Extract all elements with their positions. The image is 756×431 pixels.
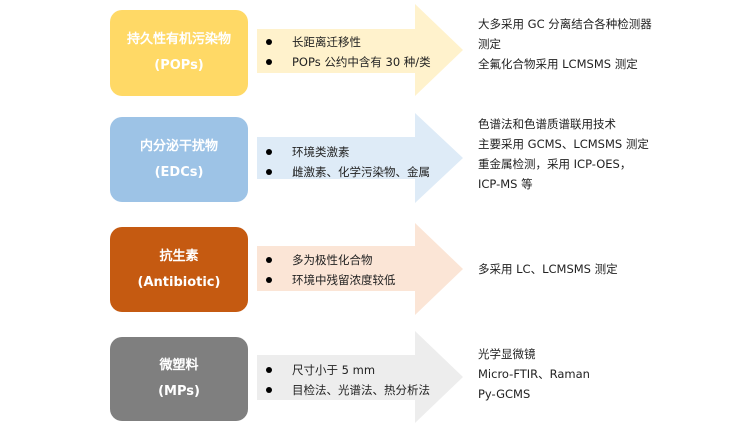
category-title: 内分泌干扰物 <box>139 138 218 154</box>
detail-line: 主要采用 GCMS、LCMSMS 测定 <box>478 137 649 151</box>
category-subtitle: (MPs) <box>158 384 200 399</box>
detail-line: Py-GCMS <box>478 387 531 401</box>
category-box-edcs: 内分泌干扰物 (EDCs) <box>110 117 248 202</box>
bullet-list-pops: 长距离迁移性 POPs 公约中含有 30 种/类 <box>266 32 431 72</box>
bullet-icon <box>266 59 272 65</box>
category-title: 微塑料 <box>159 358 199 373</box>
detail-line: 多采用 LC、LCMSMS 测定 <box>478 262 618 276</box>
detail-line: Micro-FTIR、Raman <box>478 367 590 381</box>
bullet-item: 多为极性化合物 <box>266 250 396 270</box>
detail-line: 全氟化合物采用 LCMSMS 测定 <box>478 57 638 71</box>
bullet-item: 尺寸小于 5 mm <box>266 360 430 380</box>
category-box-pops: 持久性有机污染物 (POPs) <box>110 10 248 96</box>
details-mps: 光学显微镜 Micro-FTIR、Raman Py-GCMS <box>478 344 590 404</box>
category-title: 抗生素 <box>159 248 199 264</box>
bullet-icon <box>266 257 272 263</box>
detail-line: 测定 <box>478 37 501 51</box>
arrow-edcs <box>257 113 463 203</box>
category-subtitle: (Antibiotic) <box>137 274 221 290</box>
category-box-antibiotic: 抗生素 (Antibiotic) <box>110 227 248 312</box>
category-subtitle: (POPs) <box>154 58 204 73</box>
category-box-mps: 微塑料 (MPs) <box>110 337 248 421</box>
detail-line: 大多采用 GC 分离结合各种检测器 <box>478 17 652 31</box>
bullet-icon <box>266 169 272 175</box>
bullet-icon <box>266 39 272 45</box>
bullet-item: 目检法、光谱法、热分析法 <box>266 380 430 400</box>
bullet-icon <box>266 367 272 373</box>
arrow-pops <box>257 4 463 96</box>
bullet-list-antibiotic: 多为极性化合物 环境中残留浓度较低 <box>266 250 396 290</box>
detail-line: 光学显微镜 <box>478 347 536 361</box>
detail-line: 重金属检测，采用 ICP-OES， <box>478 157 632 171</box>
bullet-item: 雌激素、化学污染物、金属 <box>266 162 430 182</box>
details-edcs: 色谱法和色谱质谱联用技术 主要采用 GCMS、LCMSMS 测定 重金属检测，采… <box>478 114 649 194</box>
detail-line: ICP-MS 等 <box>478 177 533 191</box>
details-pops: 大多采用 GC 分离结合各种检测器 测定 全氟化合物采用 LCMSMS 测定 <box>478 14 652 74</box>
details-antibiotic: 多采用 LC、LCMSMS 测定 <box>478 259 618 279</box>
bullet-icon <box>266 277 272 283</box>
bullet-icon <box>266 387 272 393</box>
bullet-item: 环境类激素 <box>266 142 430 162</box>
arrow-mps <box>257 331 463 423</box>
arrow-antibiotic <box>257 223 463 315</box>
bullet-item: 环境中残留浓度较低 <box>266 270 396 290</box>
category-subtitle: (EDCs) <box>154 164 204 180</box>
category-title: 持久性有机污染物 <box>126 32 231 47</box>
bullet-icon <box>266 149 272 155</box>
bullet-item: POPs 公约中含有 30 种/类 <box>266 52 431 72</box>
bullet-list-mps: 尺寸小于 5 mm 目检法、光谱法、热分析法 <box>266 360 430 400</box>
bullet-list-edcs: 环境类激素 雌激素、化学污染物、金属 <box>266 142 430 182</box>
detail-line: 色谱法和色谱质谱联用技术 <box>478 117 616 131</box>
bullet-item: 长距离迁移性 <box>266 32 431 52</box>
